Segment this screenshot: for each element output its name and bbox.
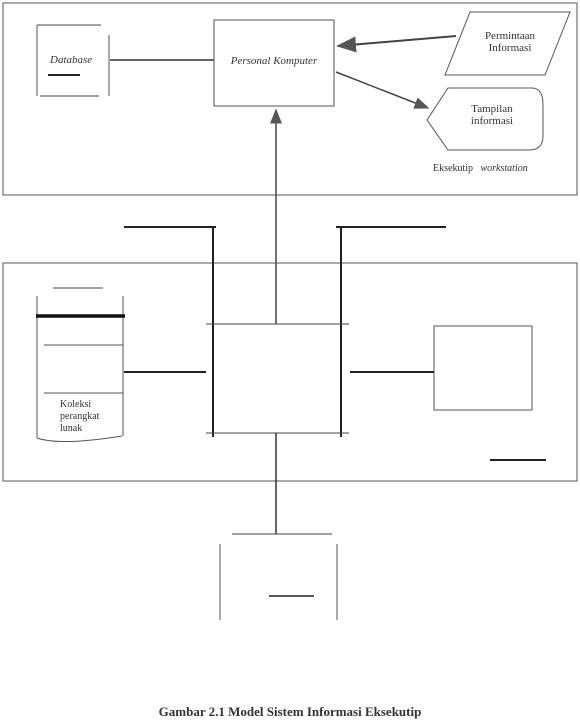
software-label-line1: Koleksi [60, 399, 92, 410]
workstation-label: Eksekutip workstation [433, 163, 528, 174]
software-label-line2: perangkat [60, 411, 100, 422]
workstation-label-prefix: Eksekutip [433, 163, 473, 174]
personal-computer-box [213, 19, 335, 107]
display-arrow [335, 71, 430, 109]
central-system-frame [2, 262, 578, 482]
workstation-label-suffix: workstation [480, 163, 528, 174]
display-label-line1: Tampilan [471, 103, 513, 115]
workstation-frame [2, 2, 578, 196]
request-arrow [336, 35, 457, 53]
request-label-line2: Informasi [488, 42, 532, 54]
right-device-box [433, 325, 533, 411]
information-display-shape [426, 87, 544, 151]
software-collection-symbol [36, 287, 125, 443]
bottom-storage-symbol [219, 533, 338, 620]
figure-caption: Gambar 2.1 Model Sistem Informasi Ekseku… [158, 704, 422, 719]
database-symbol [36, 24, 110, 97]
software-label-line3: lunak [60, 423, 83, 434]
information-request-shape [444, 11, 571, 76]
personal-computer-label: Personal Komputer [230, 55, 318, 67]
database-label: Database [50, 54, 93, 66]
request-label-line1: Permintaan [484, 30, 536, 42]
display-label-line2: informasi [470, 115, 514, 127]
